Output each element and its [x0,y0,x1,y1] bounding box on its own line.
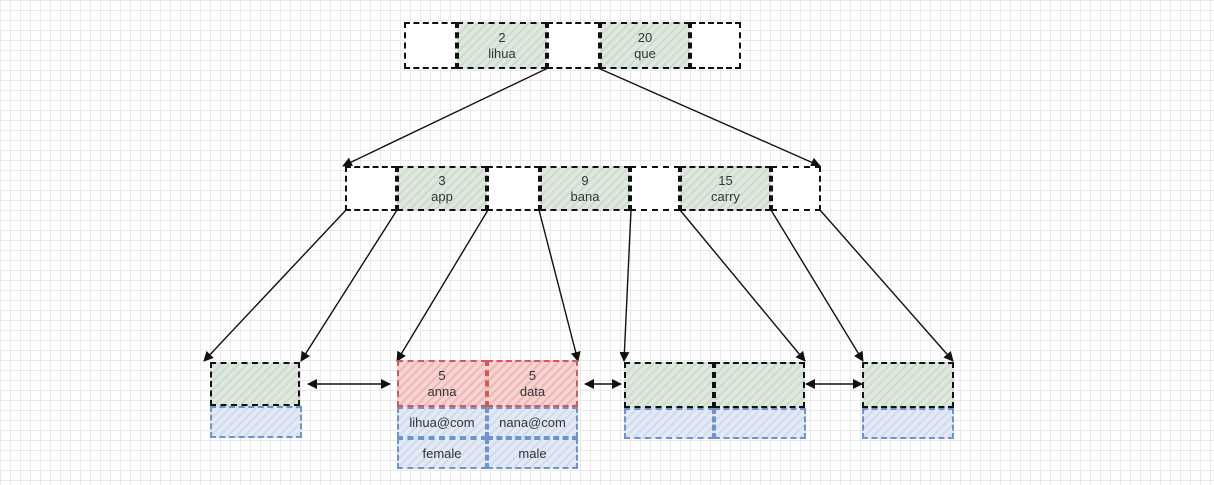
root-pointer-3 [690,22,741,69]
leaf-1-key [210,362,300,406]
leaf-2-cell-email-2: nana@com [487,407,578,438]
leaf-2-key-2-id: 5 [528,367,537,383]
leaf-2-cell-email-1-text: lihua@com [409,414,475,430]
edge-internal-to-leaf-2a [396,209,489,362]
internal-pointer-3 [630,166,680,211]
edge-internal-to-leaf-4b [819,209,954,362]
leaf-1-data [210,406,302,438]
internal-pointer-2 [487,166,540,211]
leaf-3-data-2 [714,408,806,439]
leaf-2-cell-gender-2-text: male [518,445,547,461]
root-key-1: 2 lihua [457,22,547,69]
leaf-2-cell-email-2-text: nana@com [499,414,566,430]
leaf-4-data [862,408,954,439]
leaf-3-key-2 [714,362,805,408]
edge-root-to-internal-right [597,67,821,167]
root-pointer-2 [547,22,600,69]
internal-key-2: 9 bana [540,166,630,211]
internal-key-1-name: app [431,188,453,204]
root-key-2-name: que [634,45,656,61]
leaf-4-key [862,362,954,408]
root-pointer-1 [404,22,457,69]
internal-key-3-id: 15 [718,172,733,188]
leaf-2-key-1-id: 5 [438,367,446,383]
edge-internal-to-leaf-4a [770,209,864,362]
edge-internal-to-leaf-3b [679,209,806,362]
leaf-2-key-1-name: anna [427,383,457,399]
leaf-2-cell-gender-1-text: female [422,445,462,461]
edge-root-to-internal-left [342,67,549,167]
edge-internal-to-leaf-3a [619,209,632,362]
root-key-2: 20 que [600,22,690,69]
internal-pointer-1 [345,166,397,211]
leaf-2-key-2-name: data [519,383,546,399]
internal-key-2-id: 9 [581,172,589,188]
leaf-2-cell-email-1: lihua@com [397,407,487,438]
leaf-2-key-2: 5 data [487,360,578,407]
root-key-1-name: lihua [488,45,516,61]
leaf-2-cell-gender-1: female [397,438,487,469]
root-key-2-id: 20 [637,29,653,45]
internal-key-1: 3 app [397,166,487,211]
root-key-1-id: 2 [498,29,506,45]
leaf-2-cell-gender-2: male [487,438,578,469]
leaf-3-data-1 [624,408,714,439]
internal-key-2-name: bana [570,188,600,204]
internal-pointer-4 [771,166,821,211]
internal-key-3-name: carry [711,188,740,204]
internal-key-1-id: 3 [438,172,446,188]
edge-internal-to-leaf-1a [203,209,347,362]
leaf-3-key-1 [624,362,714,408]
leaf-2-key-1: 5 anna [397,360,487,407]
internal-key-3: 15 carry [680,166,771,211]
edge-internal-to-leaf-1b [300,209,398,362]
edge-internal-to-leaf-2b [538,209,581,362]
